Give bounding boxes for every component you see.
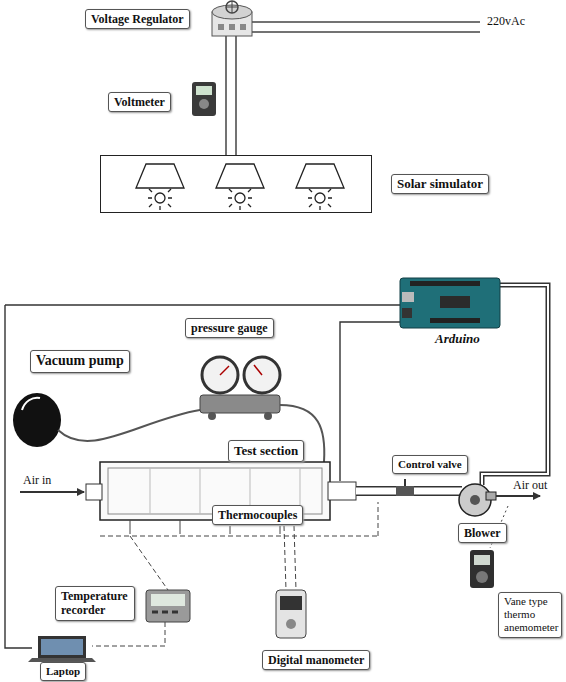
node-label: Voltmeter (114, 95, 165, 109)
node-label: Vacuum pump (36, 353, 124, 370)
laptop-icon (28, 636, 96, 662)
lamp-symbols (136, 164, 344, 210)
free-label: Air out (512, 478, 548, 492)
recorder-icon (146, 590, 190, 622)
pressure-gauge-icon (200, 357, 324, 462)
label-box: Vacuum pump (30, 350, 130, 373)
label-box: Voltage Regulator (85, 9, 190, 29)
free-label: Air in (22, 473, 52, 487)
node-label: Solar simulator (391, 174, 489, 194)
free-label: 220vAc (486, 14, 526, 28)
label-box: Control valve (392, 455, 468, 474)
regulator-icon (212, 1, 252, 36)
label-box: Thermocouples (212, 505, 303, 525)
node-label: Digital manometer (268, 653, 364, 667)
free-label: Arduino (434, 331, 481, 347)
arduino-board (400, 278, 500, 328)
thermocouple-leads (92, 502, 378, 646)
label-box: Blower (458, 523, 507, 543)
label-box: Laptop (40, 662, 86, 681)
manometer-icon (276, 590, 306, 638)
label-box: pressure gauge (185, 318, 274, 338)
label-box: Digital manometer (262, 650, 370, 670)
node-label: Thermocouples (218, 508, 297, 522)
label-box: Vane type thermo anemometer (498, 592, 562, 638)
label-box: Voltmeter (108, 92, 171, 112)
test-section-body (20, 462, 356, 520)
node-label: Control valve (398, 458, 462, 471)
label-box: Test section (228, 440, 304, 462)
anemometer-icon (470, 550, 494, 588)
label-box: Temperature recorder (55, 586, 135, 621)
node-label: Temperature recorder (61, 589, 129, 618)
vacuum-pump-icon (13, 393, 200, 447)
power-wires (226, 22, 480, 155)
node-label: Test section (234, 443, 298, 459)
voltmeter-icon (192, 82, 216, 116)
node-label: Voltage Regulator (91, 12, 184, 26)
node-label: Vane type thermo anemometer (504, 595, 556, 635)
control-wires (5, 305, 400, 648)
node-label: Laptop (46, 665, 80, 678)
node-label: pressure gauge (191, 321, 268, 335)
simulator-box: Solar simulator (100, 155, 372, 213)
node-label: Blower (464, 526, 501, 540)
